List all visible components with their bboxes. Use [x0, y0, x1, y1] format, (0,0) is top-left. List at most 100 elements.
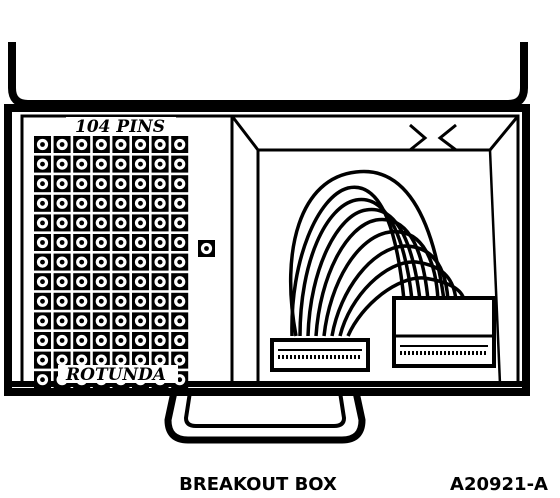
pin-socket — [151, 351, 169, 369]
pin-socket — [92, 214, 110, 232]
pin-matrix — [34, 136, 189, 389]
brand-label: ROTUNDA — [65, 365, 166, 385]
pin-socket — [112, 214, 130, 232]
pin-socket — [73, 273, 91, 291]
pin-socket — [171, 234, 189, 251]
pin-socket — [151, 194, 169, 212]
pin-socket — [92, 351, 110, 369]
pin-socket — [34, 332, 51, 349]
pin-socket — [171, 175, 189, 193]
pin-socket — [112, 312, 130, 330]
pin-socket — [34, 234, 51, 251]
pin-socket — [132, 351, 149, 369]
pin-socket — [92, 136, 110, 153]
pin-socket — [34, 175, 51, 193]
pin-socket — [171, 292, 189, 310]
pin-socket — [132, 175, 149, 193]
pin-socket — [34, 292, 51, 310]
pin-socket — [73, 351, 91, 369]
side-pin — [198, 240, 215, 257]
pin-socket — [92, 155, 110, 173]
pin-socket — [53, 155, 71, 173]
pin-socket — [171, 155, 189, 173]
pin-socket — [92, 194, 110, 212]
pin-socket — [73, 332, 91, 349]
pin-socket — [151, 155, 169, 173]
pin-socket — [92, 253, 110, 271]
pin-socket — [53, 214, 71, 232]
pin-socket — [53, 175, 71, 193]
pin-socket — [132, 253, 149, 271]
pin-socket — [151, 292, 169, 310]
pin-socket — [34, 214, 51, 232]
pin-socket — [112, 332, 130, 349]
pin-socket — [34, 312, 51, 330]
pin-socket — [34, 371, 51, 389]
pin-socket — [53, 292, 71, 310]
pin-socket — [151, 273, 169, 291]
pin-socket — [151, 332, 169, 349]
pin-socket — [112, 155, 130, 173]
pin-socket — [132, 194, 149, 212]
pin-socket — [53, 234, 71, 251]
pin-socket — [53, 351, 71, 369]
pin-socket — [171, 351, 189, 369]
pin-socket — [112, 194, 130, 212]
pin-socket — [92, 273, 110, 291]
pin-socket — [151, 136, 169, 153]
pin-socket — [151, 234, 169, 251]
figure-caption: BREAKOUT BOX — [179, 474, 337, 495]
pin-socket — [73, 155, 91, 173]
pin-socket — [73, 194, 91, 212]
pin-socket — [34, 273, 51, 291]
pin-socket — [112, 253, 130, 271]
case-lid — [8, 42, 528, 108]
pin-socket — [171, 332, 189, 349]
pin-socket — [171, 136, 189, 153]
pin-socket — [132, 332, 149, 349]
pin-socket — [92, 175, 110, 193]
pin-socket — [53, 194, 71, 212]
pin-socket — [34, 253, 51, 271]
figure-id: A20921-A — [450, 474, 548, 495]
pin-socket — [132, 136, 149, 153]
pin-socket — [151, 312, 169, 330]
pin-socket — [53, 332, 71, 349]
pin-socket — [73, 312, 91, 330]
pin-socket — [151, 175, 169, 193]
pin-socket — [132, 234, 149, 251]
pin-socket — [171, 312, 189, 330]
pin-socket — [34, 351, 51, 369]
pin-socket — [73, 214, 91, 232]
pin-count-label: 104 PINS — [75, 117, 165, 137]
cable-compartment — [230, 114, 520, 386]
pin-socket — [112, 292, 130, 310]
pin-socket — [132, 273, 149, 291]
right-connector — [392, 296, 496, 368]
pin-socket — [73, 175, 91, 193]
pin-socket — [151, 214, 169, 232]
pin-socket — [53, 312, 71, 330]
pin-socket — [34, 194, 51, 212]
pin-socket — [73, 253, 91, 271]
pin-socket — [171, 194, 189, 212]
pin-socket — [112, 136, 130, 153]
carry-handle — [164, 391, 366, 444]
pin-socket — [171, 214, 189, 232]
pin-socket — [34, 155, 51, 173]
cable-bundle — [288, 169, 466, 337]
pin-socket — [112, 273, 130, 291]
pin-socket — [53, 136, 71, 153]
pin-socket — [34, 136, 51, 153]
pin-socket — [73, 234, 91, 251]
pin-socket — [92, 234, 110, 251]
pin-socket — [53, 273, 71, 291]
pin-socket — [53, 253, 71, 271]
pin-socket — [92, 332, 110, 349]
pin-socket — [112, 351, 130, 369]
pin-socket — [171, 273, 189, 291]
pin-socket — [92, 312, 110, 330]
left-connector — [270, 338, 370, 372]
pin-socket — [151, 253, 169, 271]
